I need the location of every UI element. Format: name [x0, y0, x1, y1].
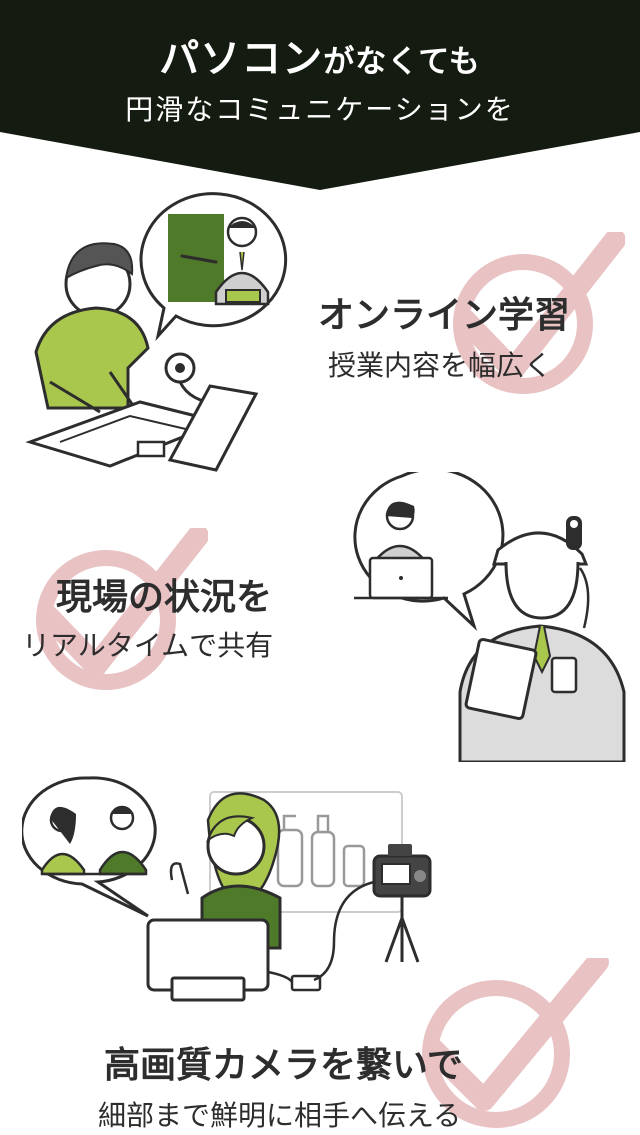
site-worker-illustration	[353, 472, 626, 762]
feature-subtitle-hd-camera: 細部まで鮮明に相手へ伝える	[98, 1099, 462, 1132]
camera-streaming-illustration	[22, 776, 432, 1002]
camera-icon	[313, 844, 432, 982]
student-figure	[34, 242, 150, 414]
online-learning-illustration	[25, 192, 288, 472]
feature-title-online-learning: オンライン学習	[318, 295, 571, 336]
teacher-speech-bubble	[139, 192, 288, 342]
header-subtitle: 円滑なコミュニケーションを	[125, 93, 515, 126]
checkmark-icon	[422, 958, 609, 1128]
feature-subtitle-online-learning: 授業内容を幅広く	[328, 349, 553, 382]
office-speech-bubble	[353, 472, 505, 631]
worker-figure	[458, 516, 626, 762]
header-title-bold: パソコン	[159, 36, 324, 82]
header-background	[0, 0, 640, 190]
header-title-rest: がなくても	[323, 44, 481, 80]
checkmark-icon	[453, 232, 625, 394]
feature-title-site-status: 現場の状況を	[56, 577, 273, 618]
tablet-icon	[136, 384, 259, 472]
feature-title-hd-camera: 高画質カメラを繋いで	[104, 1045, 463, 1086]
header-title: パソコンがなくても	[0, 26, 640, 84]
feature-subtitle-site-status: リアルタイムで共有	[22, 629, 274, 662]
viewers-speech-bubble	[22, 776, 157, 918]
product-bottles	[276, 814, 366, 888]
monitor-icon	[146, 918, 322, 1002]
header-banner: パソコンがなくても 円滑なコミュニケーションを	[0, 0, 640, 192]
checkmark-icon	[36, 528, 208, 690]
